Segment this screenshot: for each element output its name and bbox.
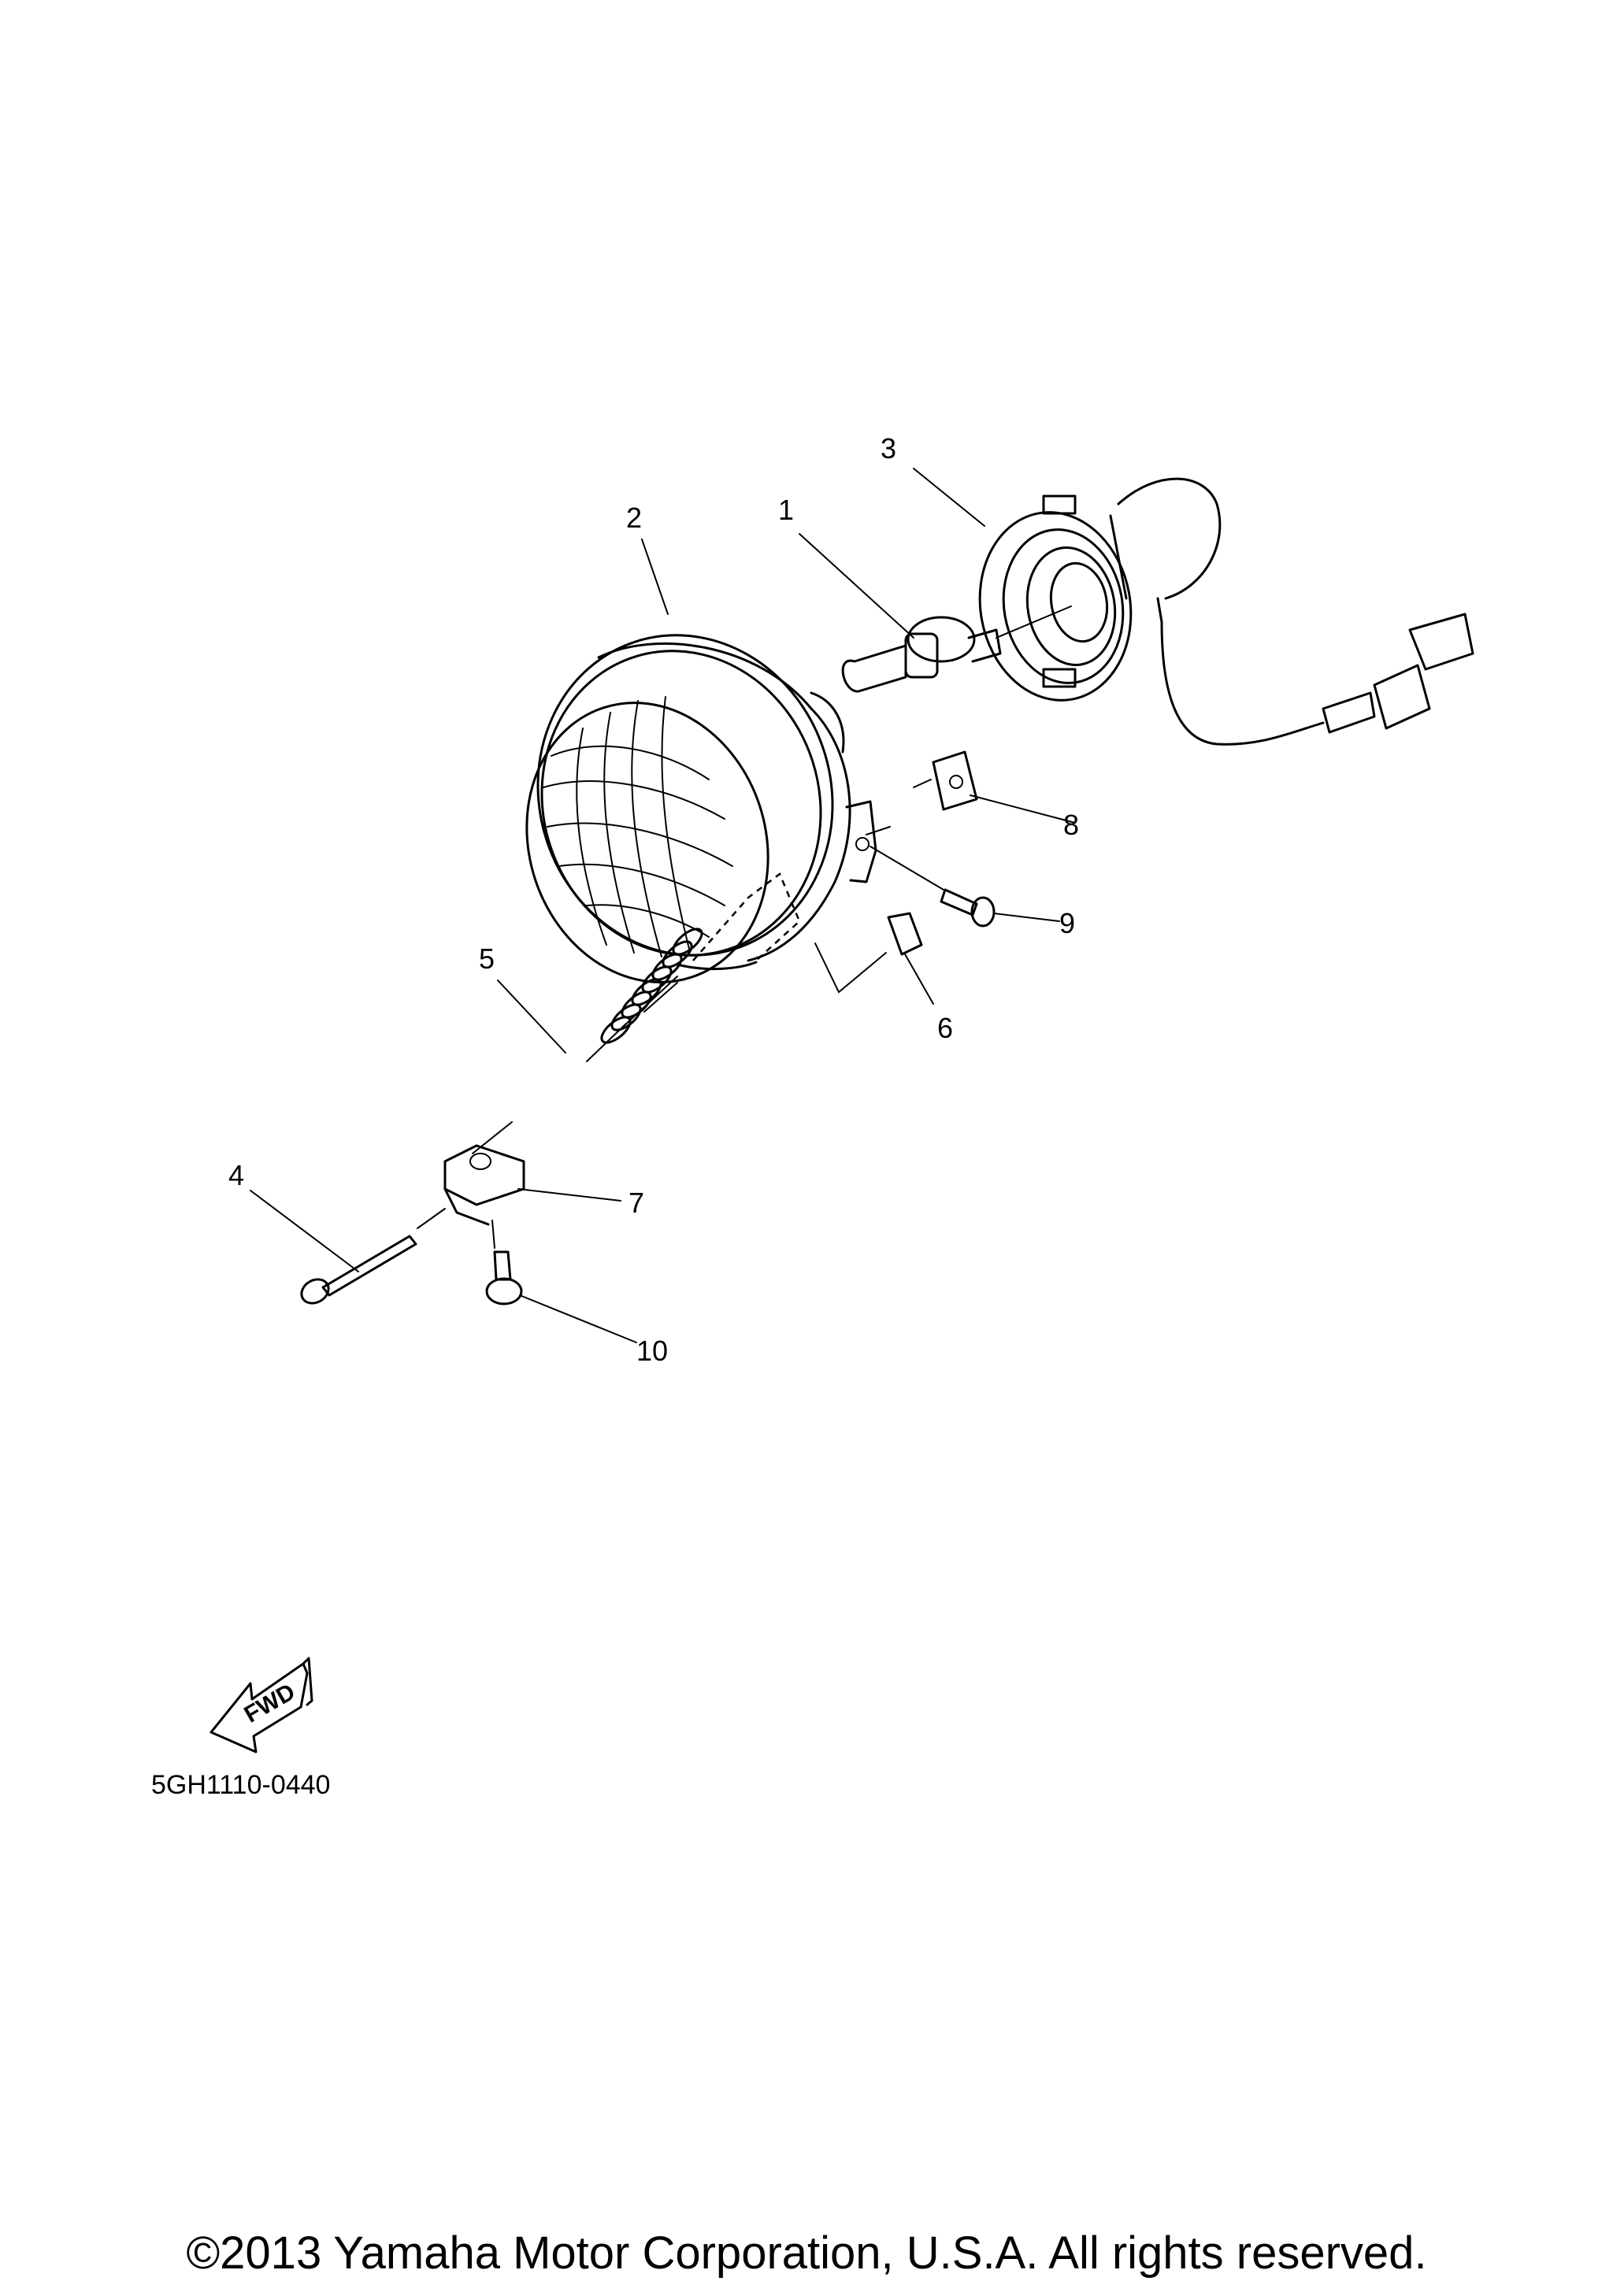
callout-10: 10 (636, 1335, 668, 1367)
callout-1: 1 (778, 494, 794, 526)
screw-long (300, 1235, 417, 1305)
assembly-lines (417, 605, 1072, 1249)
headlight-housing (525, 634, 877, 983)
callout-9: 9 (1059, 907, 1075, 939)
callout-2: 2 (626, 502, 642, 534)
nut (887, 912, 923, 956)
screw-bottom (485, 1250, 523, 1305)
callout-8: 8 (1063, 809, 1079, 841)
callout-7: 7 (629, 1187, 644, 1219)
copyright-notice: ©2013 Yamaha Motor Corporation, U.S.A. A… (186, 2227, 1427, 2279)
callout-6: 6 (937, 1012, 953, 1044)
leader-lines (250, 468, 1076, 1343)
callout-4: 4 (228, 1159, 244, 1191)
bracket (443, 1144, 525, 1226)
nut-clip (932, 750, 978, 811)
callout-3: 3 (881, 432, 896, 465)
callout-5: 5 (479, 942, 495, 975)
bulb (841, 616, 1002, 693)
spring (600, 928, 703, 1044)
callout-labels: 1 2 3 4 5 6 7 8 9 10 (228, 432, 1079, 1367)
socket-assembly (978, 477, 1474, 746)
fwd-arrow-icon: FWD (210, 1657, 313, 1753)
diagram-code: 5GH1110-0440 (151, 1770, 331, 1800)
screw-short (940, 888, 996, 928)
